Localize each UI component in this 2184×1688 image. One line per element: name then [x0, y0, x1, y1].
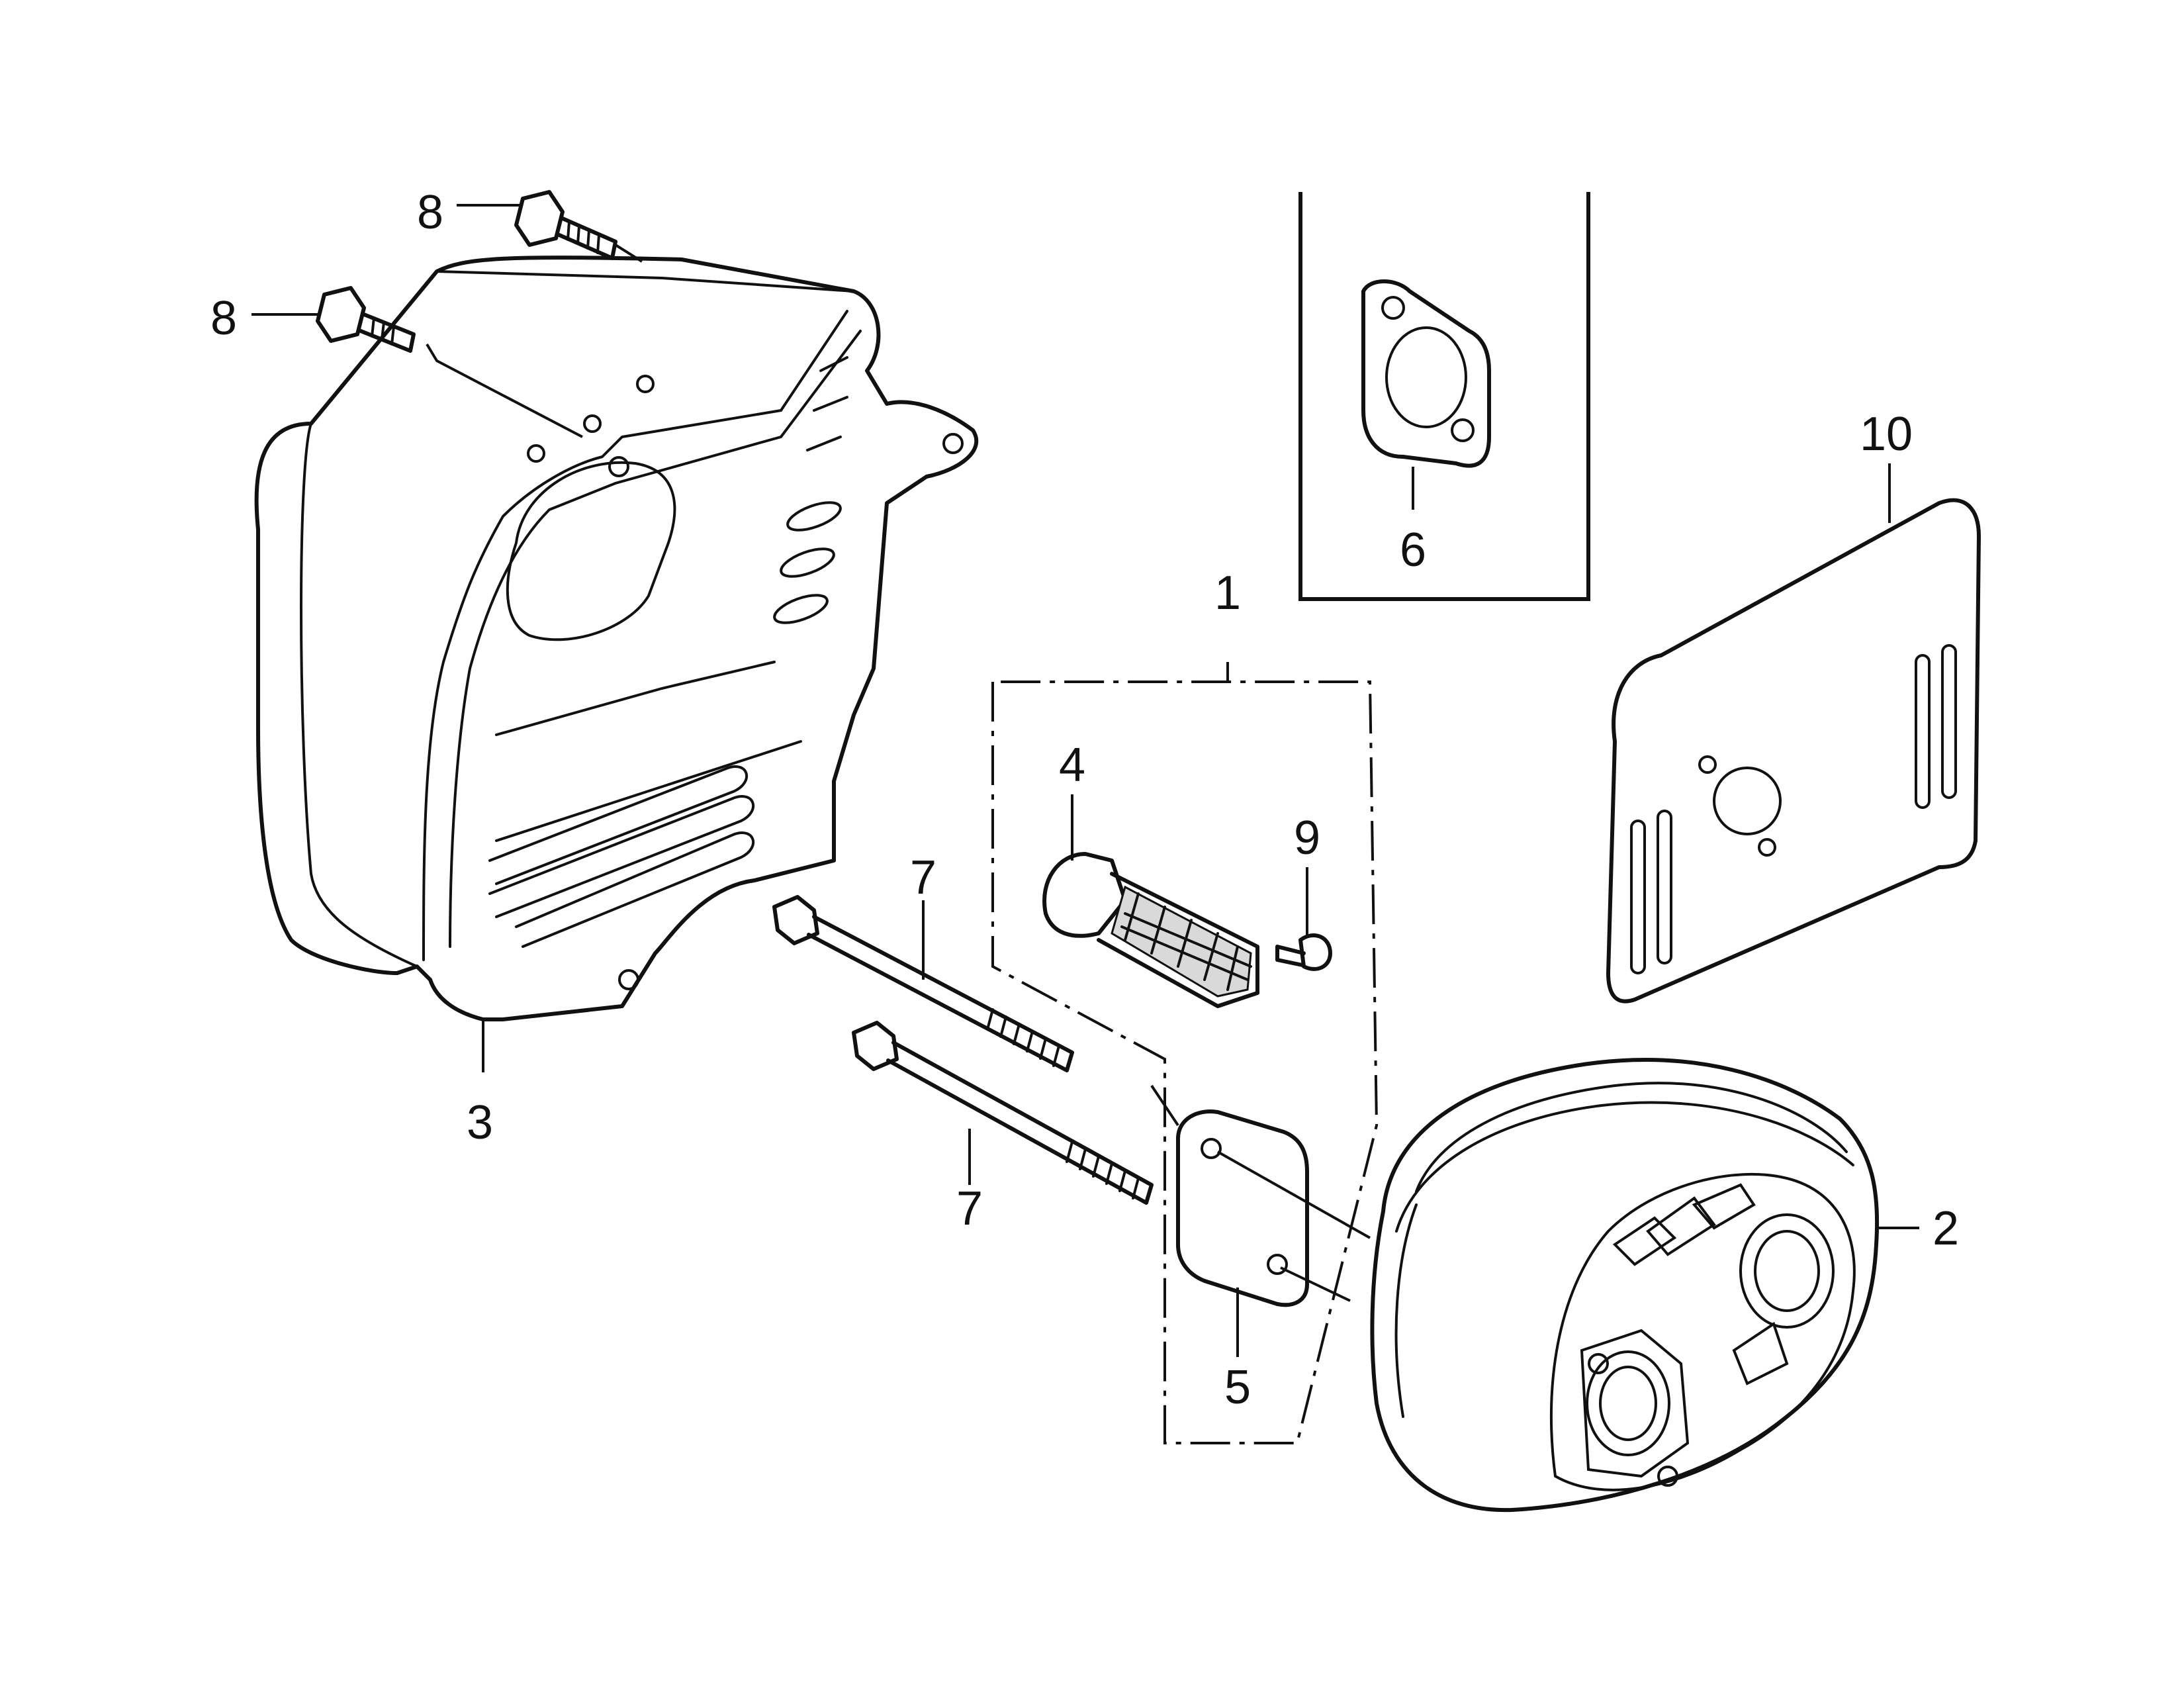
muffler [1370, 1058, 1880, 1513]
callout-8-lower: 8 [210, 292, 237, 345]
callout-1: 1 [1214, 567, 1241, 620]
muffler-protector [254, 256, 979, 1021]
heat-shield-plate [1606, 498, 1981, 1004]
callout-10: 10 [1860, 408, 1913, 461]
exhaust-gasket [1361, 279, 1491, 468]
callout-6: 6 [1400, 524, 1426, 577]
callout-7-upper: 7 [910, 851, 936, 904]
callout-2: 2 [1933, 1202, 1959, 1255]
callout-4: 4 [1059, 739, 1085, 792]
screw [1275, 933, 1332, 971]
spark-arrester [1042, 852, 1259, 1008]
flange-bolt-lower [316, 286, 416, 353]
long-bolt-lower [852, 1021, 1154, 1205]
callout-8-upper: 8 [417, 186, 443, 239]
callout-9: 9 [1294, 812, 1320, 865]
leader-lines [251, 204, 1919, 1357]
long-bolt-upper [772, 895, 1074, 1072]
flange-bolt-upper [514, 190, 617, 260]
callout-5: 5 [1224, 1361, 1251, 1414]
muffler-gasket [1176, 1109, 1309, 1307]
gasket-frame [1298, 192, 1590, 601]
callout-7-lower: 7 [956, 1182, 983, 1235]
callout-3: 3 [467, 1096, 493, 1149]
